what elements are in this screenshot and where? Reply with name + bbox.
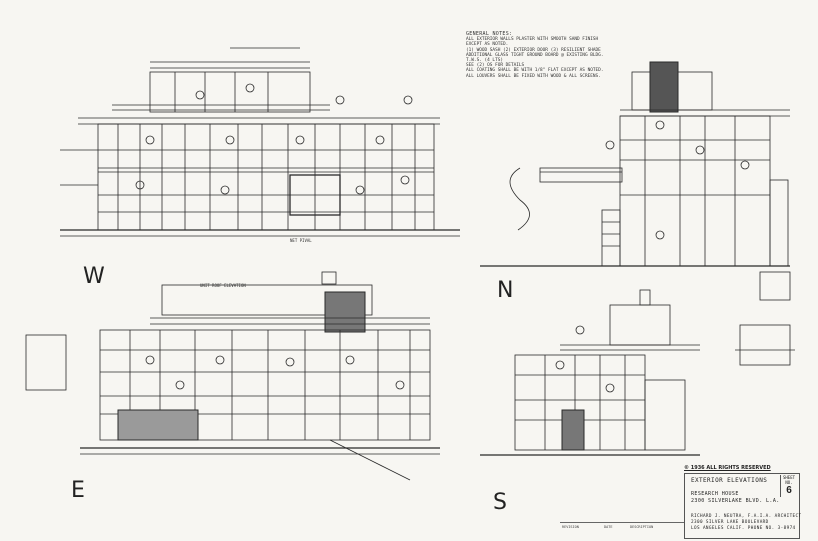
east-elevation bbox=[25, 271, 440, 481]
north-elevation bbox=[480, 61, 791, 301]
east-label: E bbox=[71, 478, 85, 503]
south-elevation bbox=[480, 289, 795, 456]
north-label: N bbox=[497, 278, 514, 303]
general-notes: GENERAL NOTES: ALL EXTERIOR WALLS PLASTE… bbox=[466, 31, 616, 79]
revision-table: REVISION DATE DESCRIPTION bbox=[560, 522, 684, 537]
architect-office: 2300 SILVER LAKE BOULEVARD bbox=[691, 520, 769, 525]
note-line: ALL EXTERIOR WALLS PLASTER WITH SMOOTH S… bbox=[466, 37, 599, 48]
copyright-notice: © 1936 ALL RIGHTS RESERVED bbox=[684, 465, 771, 471]
architect-city: LOS ANGELES CALIF. PHONE NO. 3-8974 bbox=[691, 526, 796, 531]
south-label: S bbox=[493, 490, 507, 515]
sheet-number-box: SHEET NO. 6 bbox=[780, 475, 797, 497]
sheet-number: 6 bbox=[786, 485, 792, 496]
east-roof-note: UNIT ROOF ELEVATION bbox=[200, 283, 246, 288]
note-line: (1) WOOD SASH (2) EXTERIOR DOOR (3) RESI… bbox=[466, 47, 601, 53]
description-col: DESCRIPTION bbox=[630, 525, 654, 529]
date-col: DATE bbox=[604, 525, 613, 529]
note-line: ALL LOUVERS SHALL BE FIXED WITH WOOD & A… bbox=[466, 73, 601, 79]
revision-col: REVISION bbox=[562, 525, 579, 529]
project-name: RESEARCH HOUSE bbox=[691, 491, 739, 497]
project-address: 2300 SILVERLAKE BLVD. L.A. bbox=[691, 498, 780, 504]
west-label: W bbox=[83, 264, 105, 289]
title-block: EXTERIOR ELEVATIONS RESEARCH HOUSE 2300 … bbox=[684, 473, 802, 539]
note-line: ADDITIONAL GLASS TIGHT GROUND BOARD @ EX… bbox=[466, 52, 604, 64]
note-line: SEE (2) OS FOR DETAILS bbox=[466, 63, 525, 69]
architect-name: RICHARD J. NEUTRA, F.A.I.A. ARCHITECT bbox=[691, 514, 802, 519]
notes-heading: GENERAL NOTES: bbox=[466, 31, 513, 37]
west-elevation bbox=[60, 47, 460, 237]
note-line: ALL COATING SHALL BE WITH 1/8" FLAT EXCE… bbox=[466, 68, 604, 74]
sheet-number-label: SHEET NO. bbox=[782, 475, 796, 485]
west-dimension: NET PIVAL bbox=[290, 238, 312, 243]
drawing-title: EXTERIOR ELEVATIONS bbox=[691, 477, 768, 484]
